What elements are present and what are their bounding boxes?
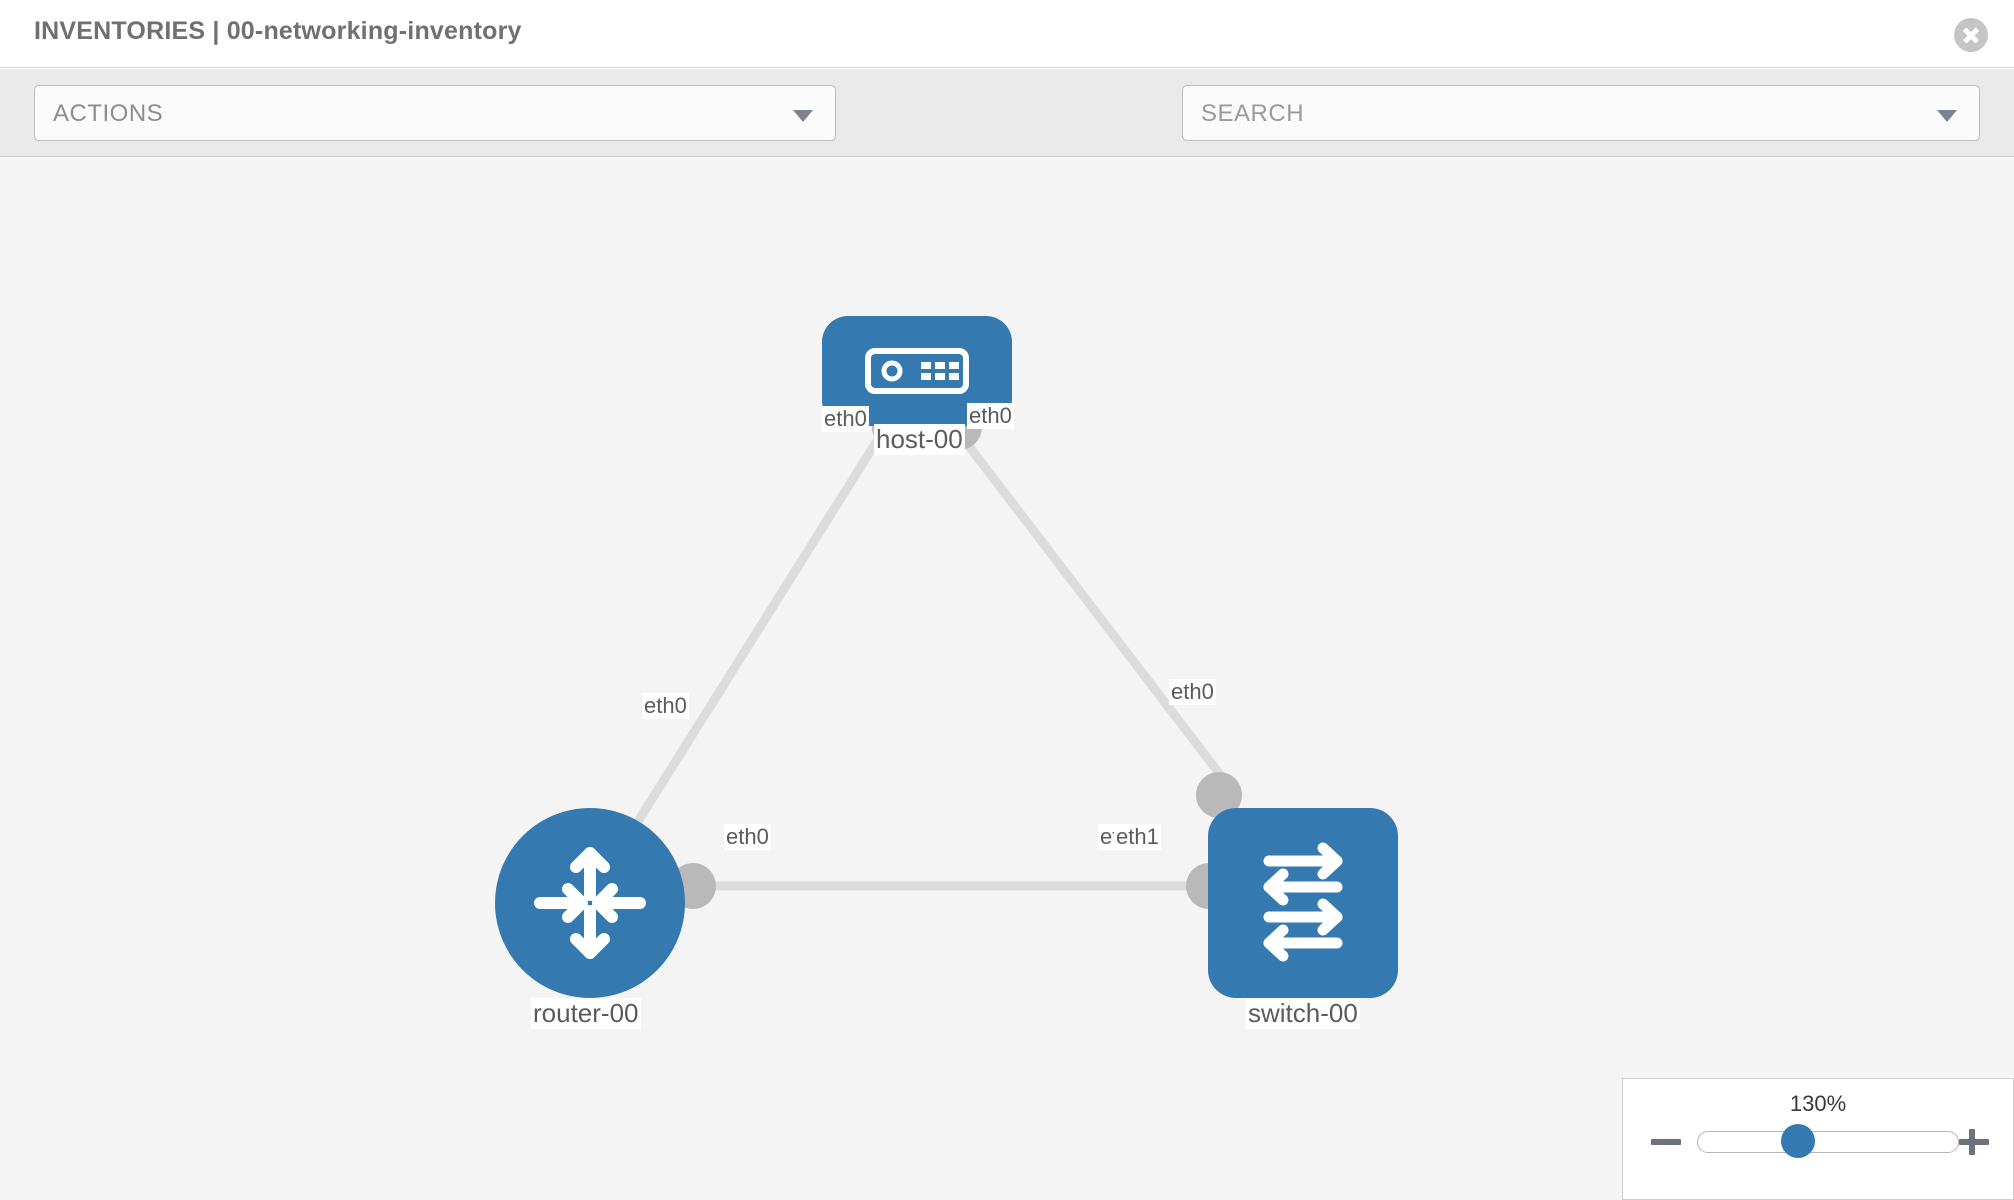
link-host-router [611, 425, 889, 861]
chevron-down-icon [793, 110, 813, 122]
node-router-00[interactable]: router-00 [495, 808, 685, 1029]
page-header: INVENTORIES | 00-networking-inventory [0, 0, 2014, 68]
topology-links [611, 425, 1242, 891]
iface-label-switch-left: eth1 [1114, 824, 1161, 850]
iface-label-router-right: eth0 [724, 824, 771, 850]
iface-label-host-right: eth0 [967, 403, 1014, 429]
switch-icon [1208, 808, 1398, 998]
page-title: INVENTORIES | 00-networking-inventory [34, 17, 522, 45]
zoom-level-value: 130% [1789, 1091, 1847, 1116]
zoom-slider-thumb[interactable] [1781, 1124, 1815, 1158]
topology-canvas[interactable]: host-00 [0, 158, 2014, 1200]
iface-label-host-left: eth0 [822, 406, 869, 432]
search-placeholder: SEARCH [1201, 100, 1305, 127]
router-icon [495, 808, 685, 998]
toolbar: ACTIONS SEARCH [0, 69, 2014, 200]
close-icon[interactable] [1954, 18, 1988, 52]
iface-label-router-up: eth0 [642, 693, 689, 719]
zoom-control-panel: 130% [1622, 1078, 2014, 1200]
actions-dropdown[interactable]: ACTIONS [34, 85, 836, 141]
search-input[interactable]: SEARCH [1182, 85, 1980, 141]
chevron-down-icon [1937, 110, 1957, 122]
zoom-slider-track[interactable] [1697, 1131, 1959, 1153]
zoom-out-button[interactable] [1649, 1125, 1683, 1159]
node-switch-00[interactable]: switch-00 [1208, 808, 1398, 1029]
node-label-switch-00: switch-00 [1246, 998, 1360, 1029]
node-label-host-00: host-00 [874, 424, 965, 455]
zoom-in-button[interactable] [1957, 1125, 1991, 1159]
link-host-switch [951, 425, 1242, 801]
iface-label-switch-up: eth0 [1169, 679, 1216, 705]
node-label-router-00: router-00 [531, 998, 641, 1029]
actions-dropdown-label: ACTIONS [53, 100, 164, 127]
